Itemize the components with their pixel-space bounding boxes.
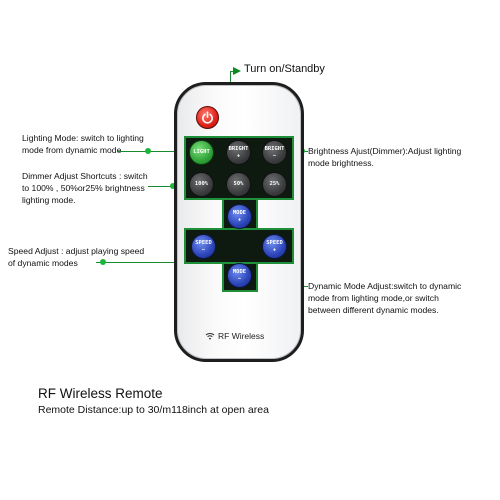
power-icon [202, 111, 213, 124]
speed-down-button[interactable]: SPEED − [191, 234, 216, 259]
speed-up-label: SPEED [266, 239, 283, 246]
speed-up-button[interactable]: SPEED + [262, 234, 287, 259]
light-button[interactable]: LIGHT [189, 140, 214, 165]
mode-up-symbol: + [237, 216, 242, 223]
mode-down-symbol: − [237, 275, 242, 282]
mode-up-button[interactable]: MODE + [227, 204, 252, 229]
speed-annotation-line1: Speed Adjust : adjust playing speed [8, 246, 145, 256]
power-button[interactable] [196, 106, 219, 129]
brightness-100-button[interactable]: 100% [189, 172, 214, 197]
lighting-mode-annotation-line1: Lighting Mode: switch to lighting [22, 133, 144, 143]
dimmer-annotation-line1: Dimmer Adjust Shortcuts : switch [22, 171, 148, 181]
remote-brand: RF Wireless [205, 331, 264, 341]
bright-up-label: BRIGHT [228, 145, 249, 152]
mode-down-label: MODE [232, 268, 247, 275]
bright-up-button[interactable]: BRIGHT + [226, 140, 251, 165]
brightness-100-label: 100% [194, 181, 209, 187]
power-arrow-icon [233, 67, 241, 75]
bright-down-button[interactable]: BRIGHT − [262, 140, 287, 165]
brightness-25-label: 25% [269, 181, 280, 187]
footer-subtitle: Remote Distance:up to 30/m118inch at ope… [38, 404, 269, 416]
remote-brand-label: RF Wireless [218, 331, 265, 341]
lighting-mode-annotation-line2: mode from dynamic mode [22, 145, 122, 155]
speed-dot-icon [100, 259, 106, 265]
mode-up-label: MODE [232, 209, 247, 216]
footer-title: RF Wireless Remote [38, 386, 163, 401]
brightness-annotation-line2: mode brightness. [308, 158, 374, 168]
bright-up-symbol: + [236, 152, 241, 159]
dynamic-mode-annotation-line2: mode from lighting mode,or switch [308, 293, 439, 303]
light-button-label: LIGHT [193, 149, 210, 155]
mode-down-button[interactable]: MODE − [227, 263, 252, 288]
bright-down-symbol: − [272, 152, 277, 159]
lighting-mode-leader [118, 151, 190, 152]
brightness-25-button[interactable]: 25% [262, 172, 287, 197]
speed-up-symbol: + [272, 246, 277, 253]
bright-down-label: BRIGHT [264, 145, 285, 152]
brightness-50-label: 50% [233, 181, 244, 187]
speed-down-label: SPEED [195, 239, 212, 246]
speed-annotation-line2: of dynamic modes [8, 258, 78, 268]
power-annotation: Turn on/Standby [244, 63, 325, 75]
wifi-icon [205, 333, 215, 340]
speed-down-symbol: − [201, 246, 206, 253]
dimmer-annotation-line2: to 100% , 50%or25% brightness [22, 183, 145, 193]
dynamic-mode-annotation-line3: between different dynamic modes. [308, 305, 439, 315]
speed-leader [96, 262, 190, 263]
brightness-annotation-line1: Brightness Ajust(Dimmer):Adjust lighting [308, 146, 462, 156]
lighting-mode-dot-icon [145, 148, 151, 154]
dimmer-annotation-line3: lighting mode. [22, 195, 76, 205]
dimmer-dot-icon [170, 183, 176, 189]
brightness-50-button[interactable]: 50% [226, 172, 251, 197]
dynamic-mode-annotation-line1: Dynamic Mode Adjust:switch to dynamic [308, 281, 462, 291]
